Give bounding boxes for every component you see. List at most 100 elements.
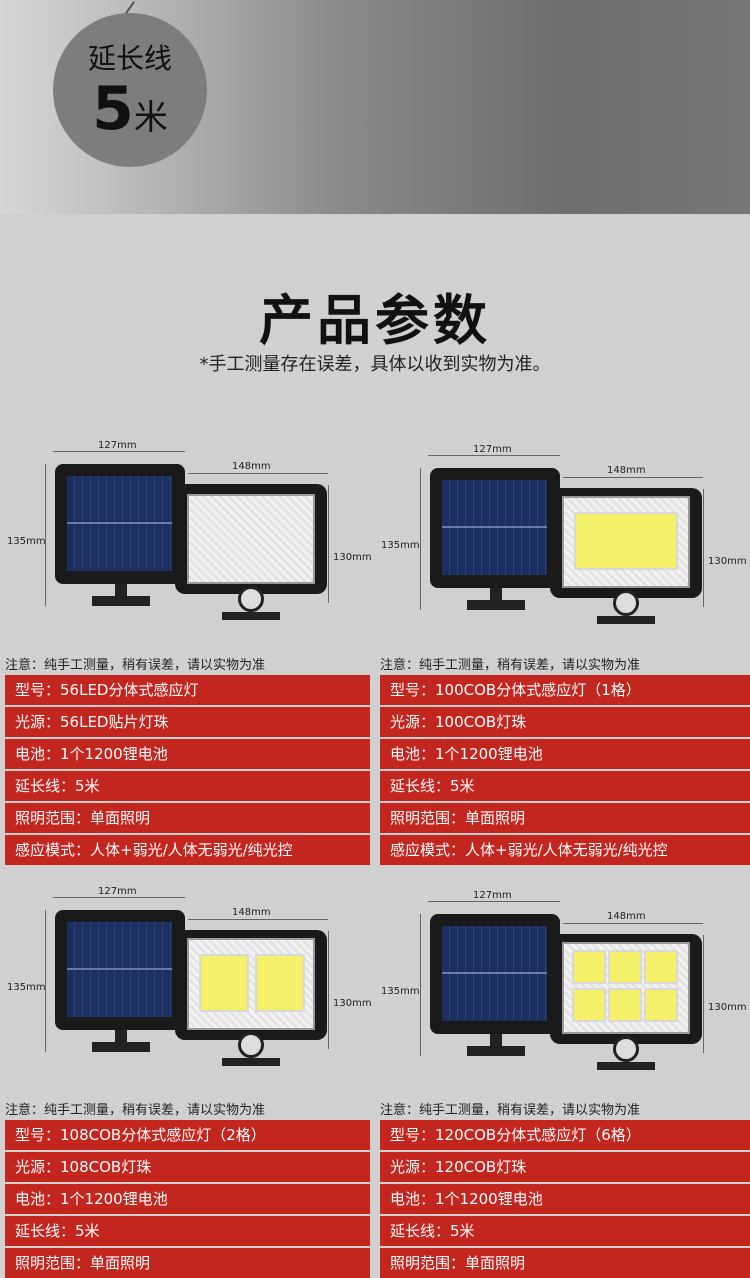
dim-label-lamp-height: 130mm: [333, 998, 372, 1009]
spec-row: 延长线：5米: [380, 771, 750, 801]
spec-row: 电池：1个1200锂电池: [5, 1184, 370, 1214]
spec-row: 感应模式：人体+弱光/人体无弱光/纯光控: [380, 835, 750, 865]
measurement-note: 注意：纯手工测量，稍有误差，请以实物为准: [5, 658, 266, 673]
solar-cells: [67, 922, 172, 1017]
dim-label-lamp-width: 148mm: [232, 907, 271, 918]
dim-line-lamp-height: [328, 931, 329, 1049]
measurement-note: 注意：纯手工测量，稍有误差，请以实物为准: [380, 1103, 641, 1118]
product-diagram: 127mm 148mm 135mm 130mm: [375, 444, 750, 654]
solar-panel: [55, 464, 185, 584]
product-diagram: 127mm 148mm 135mm 130mm: [375, 890, 750, 1100]
badge-number: 5: [92, 74, 134, 144]
motion-sensor: [613, 1036, 639, 1062]
dim-label-lamp-height: 130mm: [333, 552, 372, 563]
panel-bracket: [92, 1042, 150, 1052]
dim-label-solar-height: 135mm: [7, 982, 46, 993]
dim-label-solar-width: 127mm: [473, 890, 512, 901]
solar-panel: [430, 914, 560, 1034]
motion-sensor: [238, 1032, 264, 1058]
spec-row: 电池：1个1200锂电池: [380, 739, 750, 769]
cob-chip: [572, 950, 606, 984]
motion-sensor: [613, 590, 639, 616]
cob-chip: [644, 988, 678, 1022]
cob-chip: [199, 954, 249, 1012]
solar-cells: [67, 476, 172, 571]
panel-mount: [115, 584, 127, 598]
spec-row: 延长线：5米: [5, 1216, 370, 1246]
dim-line-lamp-width: [563, 923, 703, 924]
product-diagram: 127mm 148mm 135mm 130mm: [0, 440, 375, 650]
dim-label-lamp-height: 130mm: [708, 556, 747, 567]
measurement-note: 注意：纯手工测量，稍有误差，请以实物为准: [5, 1103, 266, 1118]
lamp-bracket: [597, 616, 655, 624]
panel-bracket: [467, 1046, 525, 1056]
spec-row: 照明范围：单面照明: [380, 803, 750, 833]
cob-chip: [574, 512, 678, 570]
motion-sensor: [238, 586, 264, 612]
dim-label-solar-width: 127mm: [98, 886, 137, 897]
dim-label-lamp-height: 130mm: [708, 1002, 747, 1013]
spec-row: 延长线：5米: [380, 1216, 750, 1246]
dim-line-lamp-width: [188, 473, 328, 474]
dim-line-solar-height: [45, 910, 46, 1052]
lamp-body: [550, 488, 702, 598]
dim-line-lamp-height: [703, 489, 704, 607]
spec-row: 电池：1个1200锂电池: [380, 1184, 750, 1214]
measurement-note: 注意：纯手工测量，稍有误差，请以实物为准: [380, 658, 641, 673]
lamp-bracket: [222, 612, 280, 620]
lamp-body: [550, 934, 702, 1044]
spec-row: 光源：100COB灯珠: [380, 707, 750, 737]
badge-label: 延长线: [87, 42, 172, 75]
dim-label-solar-width: 127mm: [98, 440, 137, 451]
solar-cells: [442, 480, 547, 575]
dim-line-solar-width: [428, 901, 560, 902]
dim-label-solar-height: 135mm: [381, 986, 420, 997]
spec-row: 光源：56LED贴片灯珠: [5, 707, 370, 737]
dim-line-solar-height: [420, 914, 421, 1056]
hero-banner: 延长线 5米: [0, 0, 750, 214]
cob-chip: [608, 950, 642, 984]
cob-chip: [572, 988, 606, 1022]
dim-line-solar-width: [53, 451, 185, 452]
dim-line-lamp-width: [563, 477, 703, 478]
lamp-bracket: [597, 1062, 655, 1070]
spec-row: 延长线：5米: [5, 771, 370, 801]
solar-panel: [55, 910, 185, 1030]
lamp-bracket: [222, 1058, 280, 1066]
dim-line-solar-width: [428, 455, 560, 456]
spec-row: 型号：56LED分体式感应灯: [5, 675, 370, 705]
panel-mount: [115, 1030, 127, 1044]
dim-label-lamp-width: 148mm: [607, 911, 646, 922]
dim-label-lamp-width: 148mm: [232, 461, 271, 472]
dim-label-solar-width: 127mm: [473, 444, 512, 455]
lamp-body: [175, 484, 327, 594]
solar-panel: [430, 468, 560, 588]
spec-row: 型号：108COB分体式感应灯（2格）: [5, 1120, 370, 1150]
led-array: [187, 494, 315, 584]
spec-row: 照明范围：单面照明: [5, 803, 370, 833]
panel-bracket: [92, 596, 150, 606]
dim-label-solar-height: 135mm: [381, 540, 420, 551]
dim-line-lamp-height: [328, 485, 329, 603]
cob-chip: [644, 950, 678, 984]
dim-label-solar-height: 135mm: [7, 536, 46, 547]
section-title: 产品参数: [259, 289, 491, 352]
dim-line-solar-width: [53, 897, 185, 898]
dim-line-lamp-height: [703, 935, 704, 1053]
spec-row: 光源：108COB灯珠: [5, 1152, 370, 1182]
spec-row: 感应模式：人体+弱光/人体无弱光/纯光控: [5, 835, 370, 865]
dim-label-lamp-width: 148mm: [607, 465, 646, 476]
spec-row: 照明范围：单面照明: [380, 1248, 750, 1278]
spec-row: 照明范围：单面照明: [5, 1248, 370, 1278]
panel-mount: [490, 588, 502, 602]
panel-mount: [490, 1034, 502, 1048]
section-subtitle: *手工测量存在误差，具体以收到实物为准。: [199, 354, 551, 375]
dim-line-solar-height: [45, 464, 46, 606]
spec-row: 电池：1个1200锂电池: [5, 739, 370, 769]
lamp-body: [175, 930, 327, 1040]
spec-row: 型号：120COB分体式感应灯（6格）: [380, 1120, 750, 1150]
badge-value: 5米: [53, 77, 207, 150]
badge-unit: 米: [133, 98, 168, 138]
cob-chip: [255, 954, 305, 1012]
cob-lens: [562, 496, 690, 588]
